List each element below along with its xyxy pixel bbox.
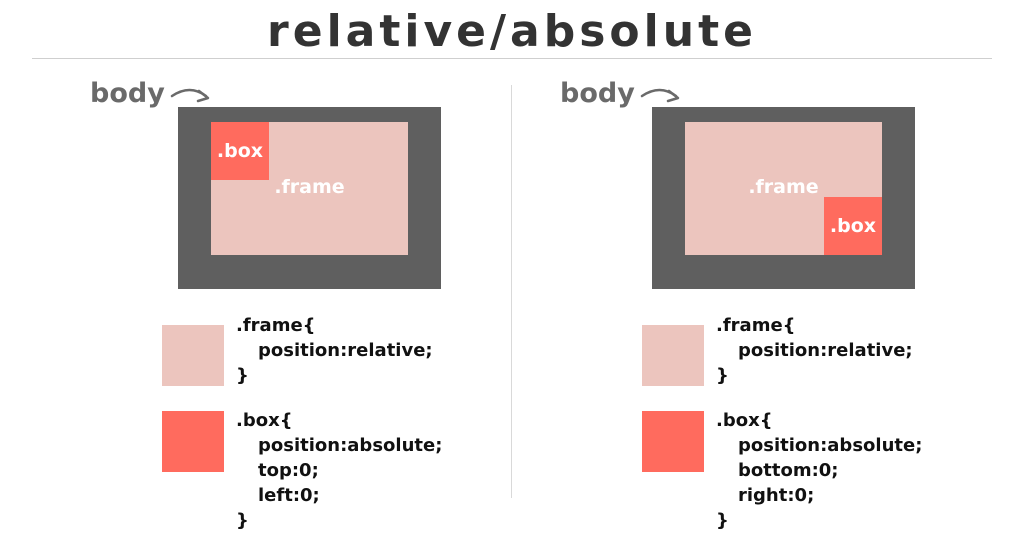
frame-css-code: .frame{ position:relative; } (236, 313, 433, 388)
code-line: .frame{ (236, 315, 316, 336)
code-line: bottom:0; (738, 460, 839, 481)
code-line: position:absolute; (738, 435, 923, 456)
code-line: right:0; (738, 485, 815, 506)
curved-arrow-icon (170, 88, 210, 103)
body-label: body (560, 78, 635, 109)
code-line: .frame{ (716, 315, 796, 336)
frame-label: .frame (274, 176, 345, 198)
curved-arrow-icon (640, 88, 680, 103)
frame-label: .frame (748, 176, 819, 198)
code-line: position:relative; (258, 340, 433, 361)
title-divider (32, 58, 992, 59)
box-color-swatch (162, 411, 224, 472)
page-title: relative/absolute (267, 6, 757, 57)
box-css-code: .box{ position:absolute; top:0; left:0; … (236, 408, 442, 533)
code-line: position:absolute; (258, 435, 443, 456)
code-line: .box{ (236, 410, 293, 431)
body-box: .frame .box (652, 107, 915, 289)
frame-color-swatch (642, 325, 704, 386)
box-css-code: .box{ position:absolute; bottom:0; right… (716, 408, 922, 533)
code-line: position:relative; (738, 340, 913, 361)
code-line: left:0; (258, 485, 320, 506)
body-box: .frame .box (178, 107, 441, 289)
code-line: } (716, 510, 729, 531)
box-color-swatch (642, 411, 704, 472)
code-line: top:0; (258, 460, 319, 481)
frame-box: .frame .box (211, 122, 408, 255)
box-box: .box (211, 122, 269, 180)
body-label: body (90, 78, 165, 109)
frame-css-code: .frame{ position:relative; } (716, 313, 913, 388)
panel-bottom-right-example: body .frame .box .frame{ position:relati… (512, 0, 1024, 554)
code-line: .box{ (716, 410, 773, 431)
frame-color-swatch (162, 325, 224, 386)
panel-divider (511, 85, 512, 498)
code-line: } (716, 365, 729, 386)
box-box: .box (824, 197, 882, 255)
code-line: } (236, 510, 249, 531)
frame-box: .frame .box (685, 122, 882, 255)
code-line: } (236, 365, 249, 386)
panel-top-left-example: body .frame .box .frame{ position:relati… (90, 78, 442, 533)
